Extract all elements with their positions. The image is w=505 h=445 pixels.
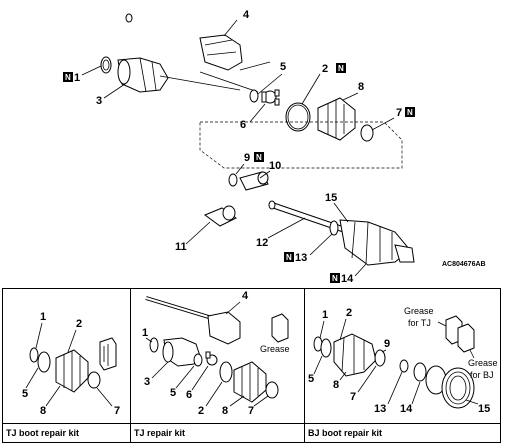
kit1-label-8: 8 <box>40 405 46 417</box>
kit3-label-14: 14 <box>400 403 413 415</box>
kit3-grease-tj-2: for TJ <box>408 318 431 328</box>
kit2-label-3: 3 <box>144 376 150 388</box>
label-4: 4 <box>243 9 250 21</box>
kit2-label-8: 8 <box>222 405 228 417</box>
tj-case-shaft <box>125 13 243 71</box>
kit2-caption: TJ repair kit <box>134 428 185 438</box>
tripod-housing <box>117 57 169 93</box>
kit3-grease-bj-1: Grease <box>468 358 498 368</box>
boot-band-2 <box>285 102 311 132</box>
kit-bj-boot-repair: 1 2 5 8 9 7 13 14 15 Grease for TJ Greas… <box>308 306 498 438</box>
new-badge-14 <box>330 273 340 283</box>
label-10: 10 <box>269 160 281 172</box>
new-badge-1-text: N <box>65 73 71 82</box>
label-5: 5 <box>280 61 286 73</box>
kit3-label-8: 8 <box>333 379 339 391</box>
new-badge-7 <box>405 107 415 117</box>
kit3-label-13: 13 <box>374 403 386 415</box>
tj-boot <box>317 97 356 141</box>
new-badge-13-text: N <box>286 253 292 262</box>
kit3-label-1: 1 <box>322 309 328 321</box>
kit1-caption: TJ boot repair kit <box>6 428 79 438</box>
label-3: 3 <box>96 95 102 107</box>
label-11: 11 <box>175 241 187 253</box>
circlip-9 <box>228 173 238 187</box>
label-9: 9 <box>244 152 250 164</box>
new-badge-13 <box>284 252 294 262</box>
new-badge-1 <box>63 72 73 82</box>
spider-assembly <box>261 89 280 106</box>
kit3-label-9: 9 <box>384 338 390 350</box>
label-7: 7 <box>396 107 402 119</box>
label-1: 1 <box>74 72 80 84</box>
snap-ring-1 <box>100 56 112 74</box>
kit1-label-5: 5 <box>22 388 28 400</box>
kit-tj-boot-repair: 1 2 5 8 7 TJ boot repair kit <box>6 311 120 438</box>
kit2-label-7: 7 <box>248 405 254 417</box>
label-8: 8 <box>358 81 364 93</box>
kit2-label-2: 2 <box>198 405 204 417</box>
kit2-label-1: 1 <box>142 327 148 339</box>
kit3-label-5: 5 <box>308 373 314 385</box>
kit3-grease-tj-1: Grease <box>404 306 434 316</box>
kit3-label-2: 2 <box>346 307 352 319</box>
kit-table <box>2 288 501 443</box>
circlip-5 <box>249 89 259 103</box>
new-badge-9 <box>254 152 264 162</box>
dynamic-damper <box>239 171 269 191</box>
kit1-label-7: 7 <box>114 405 120 417</box>
main-labels: 4 N 1 3 5 6 2 N 8 7 N 9 N 10 11 12 N <box>63 9 486 285</box>
label-6: 6 <box>240 119 246 131</box>
new-badge-7-text: N <box>407 108 413 117</box>
kit-tj-repair: 4 1 3 5 6 2 8 7 Grease TJ repair kit <box>134 290 290 438</box>
kit2-label-4: 4 <box>242 290 249 302</box>
kit2-grease-label: Grease <box>260 344 290 354</box>
kit2-label-5: 5 <box>170 387 176 399</box>
bj-assembly <box>329 219 415 266</box>
kit2-label-6: 6 <box>186 389 192 401</box>
kit3-label-15: 15 <box>478 403 490 415</box>
label-13: 13 <box>295 252 307 264</box>
figure-code: AC804676AB <box>442 261 486 268</box>
new-badge-14-text: N <box>332 274 338 283</box>
kit1-label-1: 1 <box>40 311 46 323</box>
label-2: 2 <box>322 63 328 75</box>
kit1-label-2: 2 <box>76 318 82 330</box>
kit3-label-7: 7 <box>350 391 356 403</box>
kit3-grease-bj-2: for BJ <box>470 370 494 380</box>
boot-band-7 <box>360 124 374 142</box>
new-badge-9-text: N <box>256 153 262 162</box>
label-14: 14 <box>341 273 354 285</box>
damper-sleeve <box>203 205 237 227</box>
dashed-outline <box>199 121 403 169</box>
label-12: 12 <box>256 237 268 249</box>
new-badge-2-text: N <box>338 64 344 73</box>
label-15: 15 <box>325 192 337 204</box>
kit3-caption: BJ boot repair kit <box>308 428 382 438</box>
new-badge-2 <box>336 63 346 73</box>
